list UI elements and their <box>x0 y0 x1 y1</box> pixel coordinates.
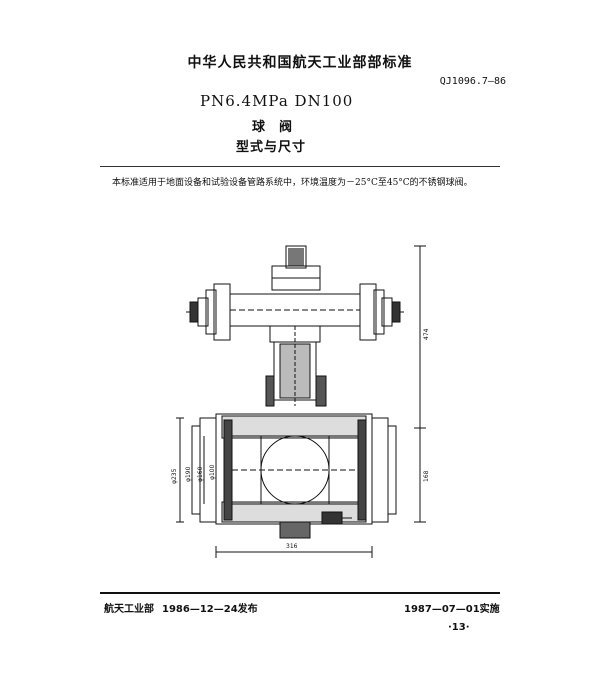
document-subtitle: 型式与尺寸 <box>236 140 307 155</box>
dimension-height-total: 474 <box>423 328 430 340</box>
dimension-height-lower: 168 <box>423 470 430 482</box>
issuing-authority: 航天工业部 <box>104 604 154 615</box>
footer-rule <box>100 592 500 594</box>
product-name: 球阀 <box>252 120 307 135</box>
page-number: ·13· <box>448 622 470 633</box>
scope-paragraph: 本标准适用于地面设备和试验设备管路系统中，环境温度为－25°C至45°C的不锈钢… <box>112 178 473 188</box>
spec-title: PN6.4MPa DN100 <box>200 92 354 110</box>
effective-date: 1987—07—01实施 <box>404 604 500 615</box>
dimension-dia-4: φ100 <box>209 464 216 480</box>
dimension-dia-2: φ190 <box>185 466 192 482</box>
standard-code: QJ1096.7—86 <box>439 76 506 87</box>
header-rule <box>100 166 500 167</box>
dimension-width: 316 <box>286 543 298 550</box>
dimension-dia-3: φ160 <box>197 466 204 482</box>
dimension-dia-1: φ235 <box>171 468 178 484</box>
issue-date: 1986—12—24发布 <box>162 604 258 615</box>
standard-organization: 中华人民共和国航天工业部部标准 <box>187 55 413 71</box>
valve-drawing: 474 168 316 φ235 φ190 φ160 φ100 <box>171 245 430 558</box>
